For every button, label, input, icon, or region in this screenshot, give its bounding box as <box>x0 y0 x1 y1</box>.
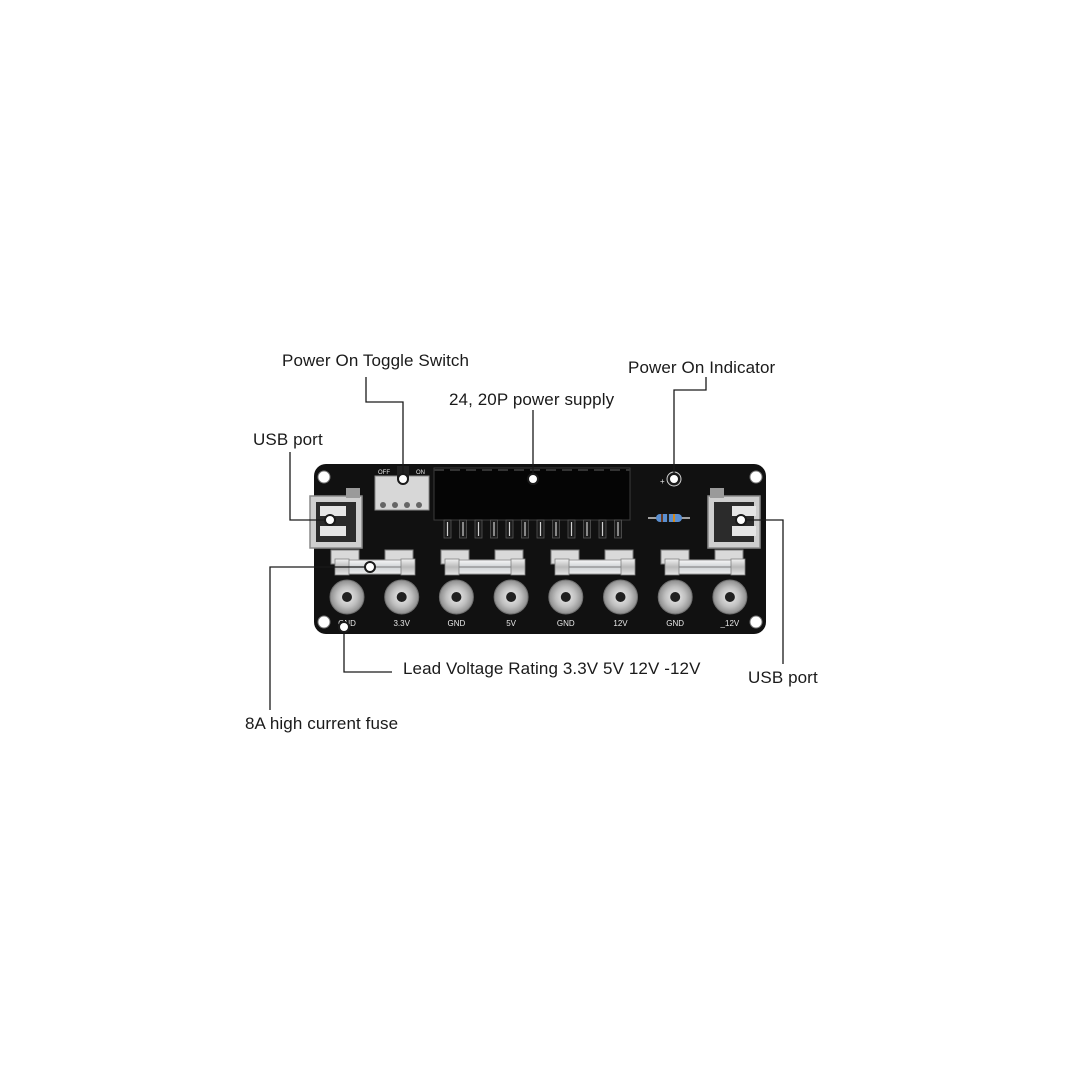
fuse-holder <box>440 549 526 576</box>
led-polarity-label: + - <box>660 477 670 486</box>
terminal-hole <box>615 592 626 602</box>
fuse-holder <box>550 549 636 576</box>
fuse-holder <box>660 549 746 576</box>
leader-fuse <box>269 566 370 710</box>
terminal-hole <box>451 592 462 602</box>
leader-usb-right <box>741 519 784 664</box>
connector-pins <box>443 519 622 539</box>
anchor-usb-left <box>324 514 336 526</box>
terminal-post: 3.3V <box>384 579 420 628</box>
terminal-hole <box>724 592 735 602</box>
terminal-label: GND <box>557 619 575 628</box>
anchor-usb-right <box>735 514 747 526</box>
usb-port-right <box>707 488 761 549</box>
fuse-holders <box>330 549 746 576</box>
terminal-post: GND <box>548 579 584 628</box>
terminal-hole <box>342 592 352 602</box>
terminal-label: 3.3V <box>393 619 410 628</box>
switch-on-label: ON <box>416 470 425 476</box>
terminal-post: GND <box>438 579 474 628</box>
anchor-fuse <box>364 561 376 573</box>
leader-power-indicator <box>673 377 707 479</box>
terminal-post: _12V <box>712 579 748 628</box>
leader-lead-voltage <box>343 627 392 673</box>
anchor-power-supply <box>527 473 539 485</box>
terminal-hole <box>396 592 407 602</box>
callout-usb-left: USB port <box>253 430 323 449</box>
callout-power-indicator: Power On Indicator <box>628 358 776 377</box>
toggle-switch: OFF ON <box>374 466 430 511</box>
terminal-hole <box>670 592 681 602</box>
usb-port-left <box>309 488 363 549</box>
terminal-label: _12V <box>720 619 740 628</box>
leader-usb-left <box>289 452 330 521</box>
callout-lead-voltage: Lead Voltage Rating 3.3V 5V 12V -12V <box>403 659 701 678</box>
callout-toggle-switch: Power On Toggle Switch <box>282 351 470 370</box>
anchor-power-indicator <box>668 473 680 485</box>
terminal-hole <box>506 592 517 602</box>
terminal-label: 12V <box>613 619 628 628</box>
callout-fuse: 8A high current fuse <box>245 714 399 733</box>
terminal-post: 12V <box>603 579 638 628</box>
leader-anchor-dots <box>324 473 747 633</box>
switch-off-label: OFF <box>378 470 390 476</box>
callout-power-supply: 24, 20P power supply <box>449 390 615 409</box>
anchor-toggle-switch <box>397 473 409 485</box>
fuse-cap <box>444 558 460 576</box>
terminal-label: 5V <box>506 619 516 628</box>
terminal-hole <box>560 592 571 602</box>
fuse-cap <box>554 558 570 576</box>
fuse-cap <box>510 558 526 576</box>
terminal-post: GND <box>657 579 693 628</box>
anchor-lead-voltage <box>338 621 350 633</box>
mounting-holes <box>317 470 763 629</box>
resistor <box>648 514 690 522</box>
leader-toggle-switch <box>365 377 404 479</box>
fuse-cap <box>730 558 746 576</box>
callout-usb-right: USB port <box>748 668 818 687</box>
terminal-label: GND <box>448 619 466 628</box>
leader-lines <box>269 377 784 710</box>
terminal-label: GND <box>666 619 684 628</box>
terminal-post: 5V <box>493 579 529 628</box>
fuse-cap <box>664 558 680 576</box>
fuse-cap <box>620 558 636 576</box>
fuse-cap <box>400 558 416 576</box>
